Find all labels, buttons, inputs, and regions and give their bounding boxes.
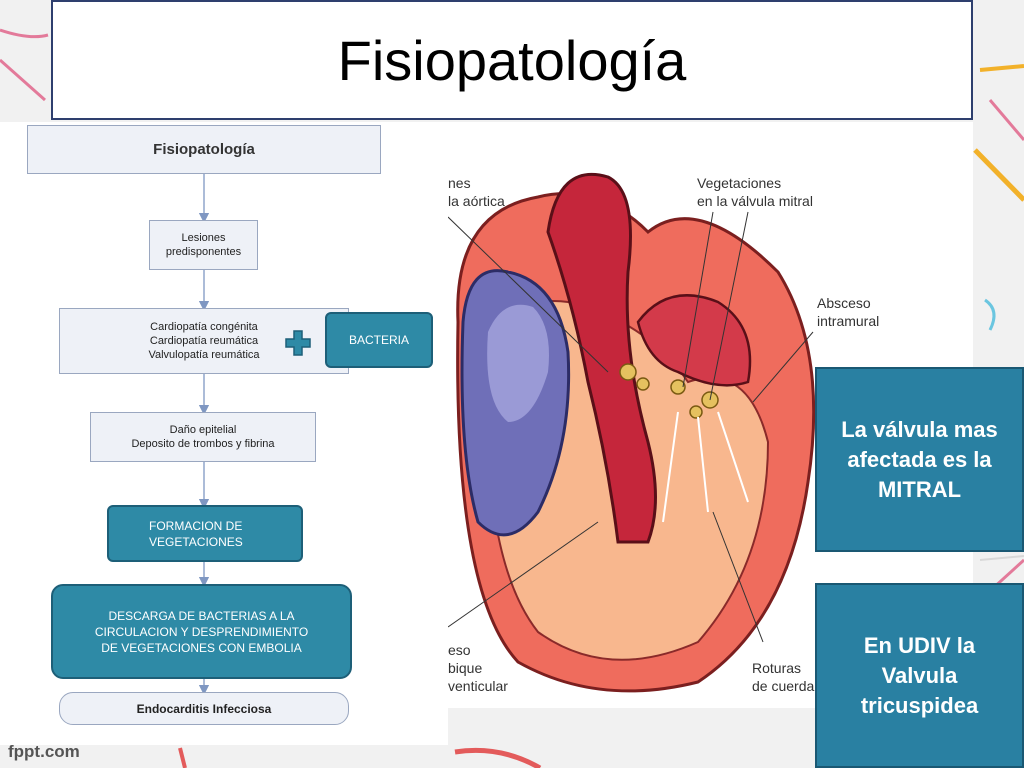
flowchart-panel: Fisiopatología Lesiones predisponentes C… [0,122,448,745]
flow-step-dano-epitelial: Daño epitelial Deposito de trombos y fib… [90,412,316,462]
flowchart-connectors [198,174,210,696]
flow-step-formacion-line1: FORMACION DE [149,518,243,533]
callout-mitral: La válvula mas afectada es la MITRAL [815,367,1024,552]
flow-step-dano-line2: Deposito de trombos y fibrina [131,438,275,450]
flow-header: Fisiopatología [27,125,381,174]
label-mitral-vegetations: Vegetaciones en la válvula mitral [697,175,813,209]
flow-step-endocarditis: Endocarditis Infecciosa [59,692,349,725]
heart-drawing [448,172,816,693]
slide-title: Fisiopatología [337,28,687,92]
flow-step-lesiones-line1: Lesiones [181,232,226,244]
flow-step-descarga-line2: CIRCULACION Y DESPRENDIMIENTO [94,624,309,639]
label-intramural-abscess: Absceso intramural [817,295,880,329]
flow-step-lesiones: Lesiones predisponentes [149,220,258,270]
footer-brand: fppt.com [8,742,80,761]
callout-udiv: En UDIV la Valvula tricuspidea [815,583,1024,768]
label-chordae-rupture: Roturas de cuerda [752,660,815,694]
flow-header-text: Fisiopatología [153,140,255,158]
flow-step-endocarditis-text: Endocarditis Infecciosa [136,701,272,716]
slide-title-box: Fisiopatología [51,0,973,120]
flow-step-cardiopatias-line2: Cardiopatía reumática [149,335,259,347]
bacteria-box: BACTERIA [325,312,433,368]
flow-step-dano-line1: Daño epitelial [169,424,237,436]
flow-step-formacion-line2: VEGETACIONES [149,534,243,549]
flow-step-lesiones-line2: predisponentes [165,246,242,258]
callout-mitral-text: La válvula mas afectada es la MITRAL [841,416,998,502]
flow-step-descarga-line1: DESCARGA DE BACTERIAS A LA [108,608,295,623]
plus-icon [285,330,311,356]
label-aortic-vegetations: nes la aórtica [448,175,505,209]
label-septal-defect: eso bique venticular [448,642,508,694]
flow-step-cardiopatias-line1: Cardiopatía congénita [150,321,258,333]
bacteria-text: BACTERIA [348,333,409,347]
flow-step-cardiopatias-line3: Valvulopatía reumática [148,349,260,361]
flow-step-descarga-line3: DE VEGETACIONES CON EMBOLIA [101,640,302,655]
flow-step-descarga-bacterias: DESCARGA DE BACTERIAS A LA CIRCULACION Y… [51,584,352,679]
callout-udiv-text: En UDIV la Valvula tricuspidea [860,632,979,718]
flow-step-formacion-vegetaciones: FORMACION DE VEGETACIONES [107,505,303,562]
